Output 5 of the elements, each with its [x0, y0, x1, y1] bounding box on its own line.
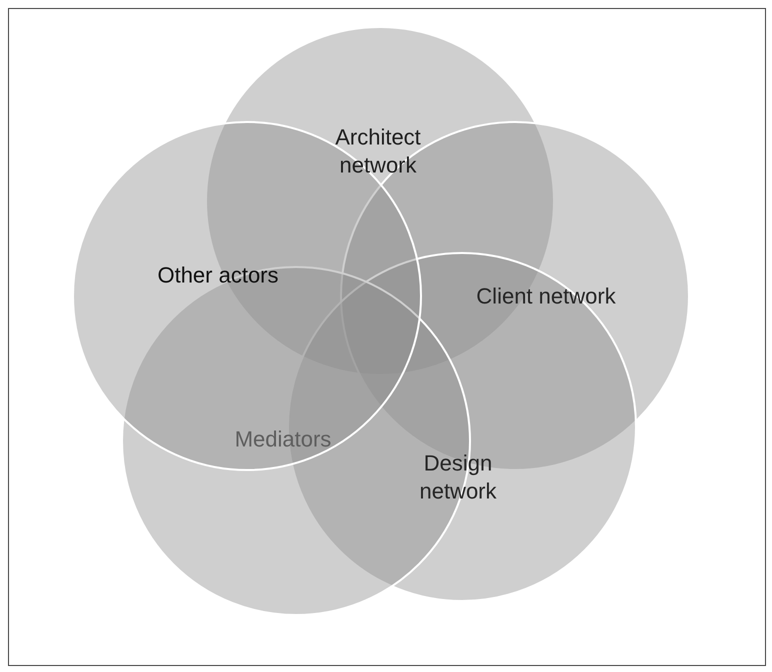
circle-label: Architect network [334, 124, 422, 178]
circle-label: Client network [475, 282, 617, 310]
circle-label: Other actors [156, 261, 280, 289]
circle-label: Mediators [234, 425, 332, 453]
circle-label: Design network [418, 450, 498, 504]
